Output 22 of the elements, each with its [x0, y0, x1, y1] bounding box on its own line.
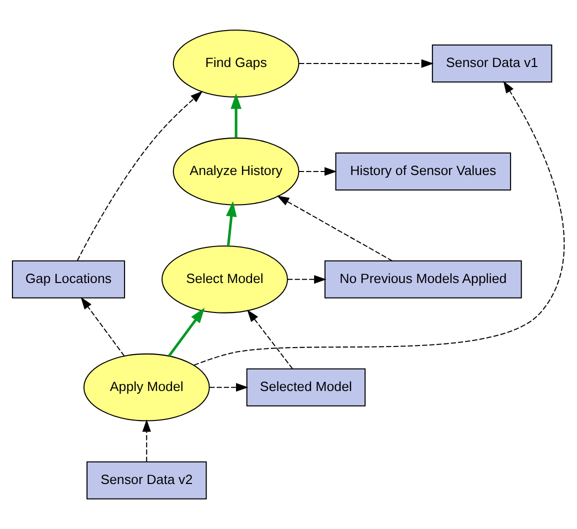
node-ellipse: Find Gaps [172, 30, 300, 98]
arrow [142, 419, 151, 462]
arrow [247, 310, 293, 370]
arrow [80, 296, 125, 356]
arrow [210, 383, 248, 392]
arrow [276, 196, 393, 262]
node-ellipse: Select Model [162, 245, 288, 314]
node-box: Selected Model [246, 368, 366, 406]
arrow [194, 80, 564, 366]
node-ellipse: Apply Model [83, 353, 210, 422]
node-box: Gap Locations [12, 260, 126, 298]
node-box: No Previous Models Applied [324, 260, 522, 298]
node-box: Sensor Data v2 [86, 461, 207, 500]
node-box: Sensor Data v1 [432, 44, 552, 83]
node-box: History of Sensor Values [335, 152, 512, 190]
arrow [230, 93, 242, 138]
arrow [298, 167, 337, 176]
arrow [288, 275, 326, 284]
arrow [76, 90, 203, 261]
arrow [299, 59, 434, 68]
arrow [168, 308, 205, 357]
arrow [226, 201, 237, 246]
